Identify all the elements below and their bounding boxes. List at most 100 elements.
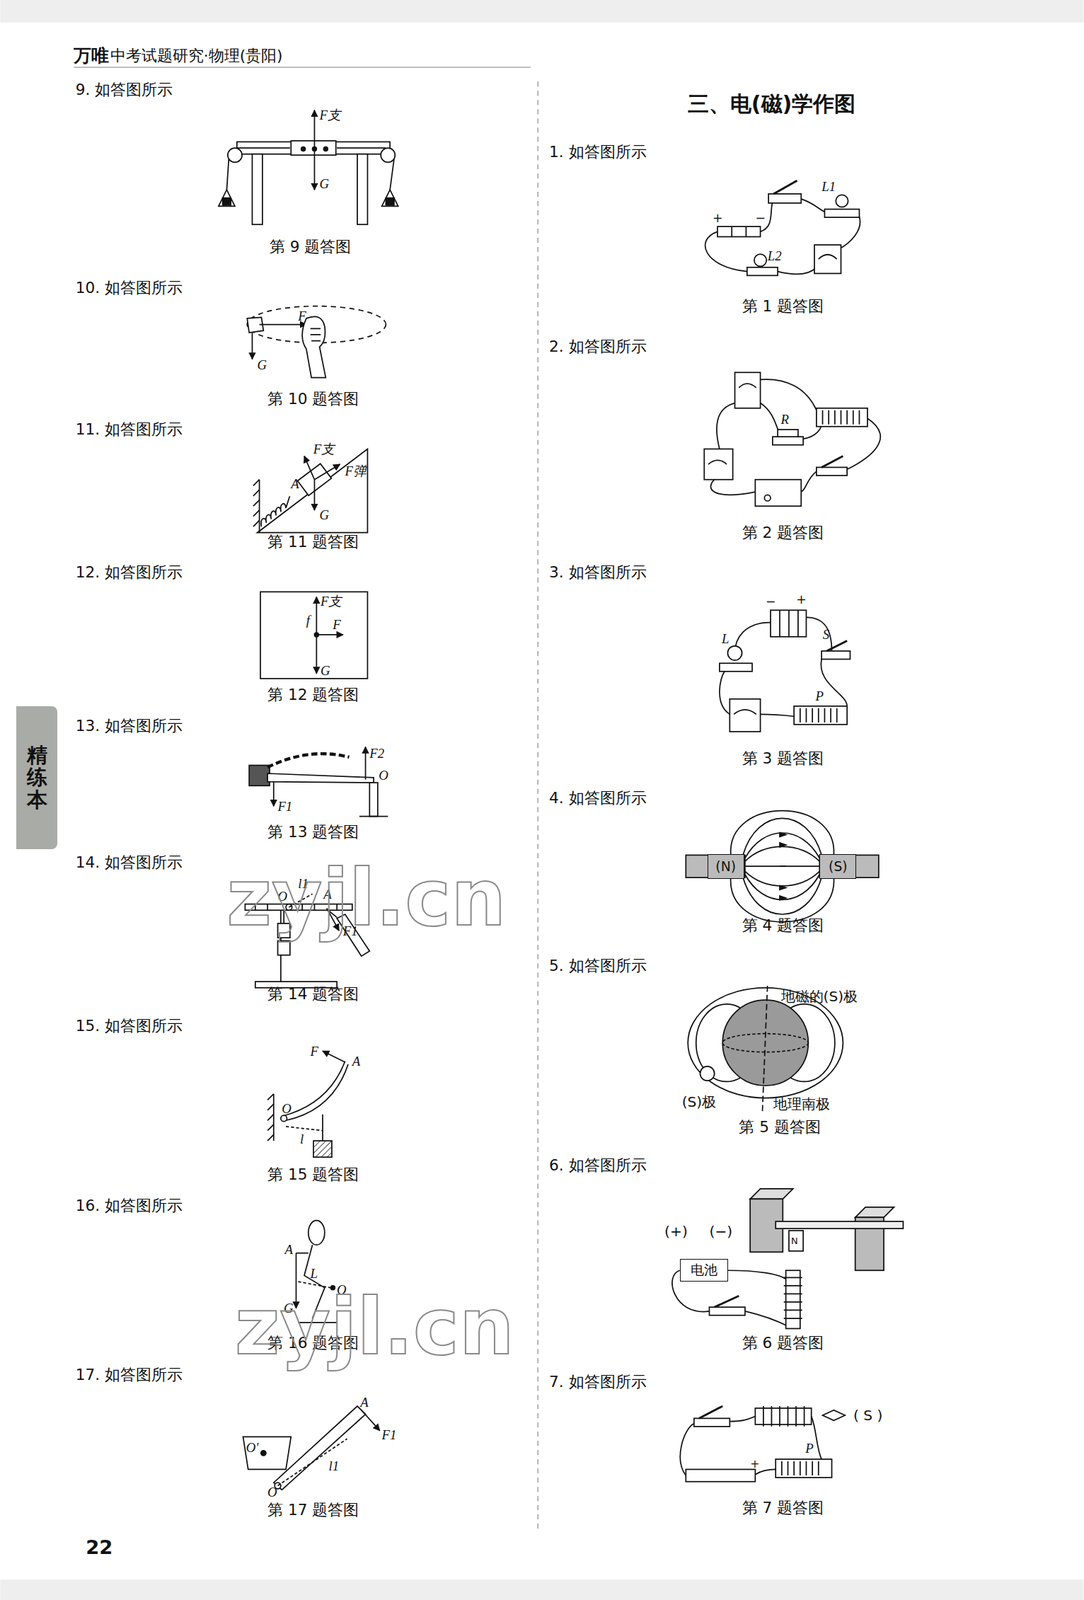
figure-label: G (319, 176, 330, 192)
figure-label: G (320, 662, 331, 679)
circuit-3-part (779, 609, 799, 637)
circuit-1-part (773, 180, 797, 194)
incline-figure-part (304, 456, 315, 480)
text-label: + (796, 592, 807, 608)
solenoid-circuit-figure-part (699, 1405, 723, 1418)
circuit-3-part (770, 609, 806, 637)
circuit-1-part (824, 209, 859, 218)
curved-lever-figure-part (313, 1140, 332, 1157)
text-label: 第 15 题答图 (267, 1166, 359, 1184)
circuit-3-part (719, 662, 753, 672)
circuit-1-part (717, 226, 761, 237)
circuit-2-part (821, 456, 843, 468)
table-figure-part (301, 147, 306, 152)
pedal-lever-figure-part (273, 1405, 366, 1490)
incline-figure-part (253, 479, 260, 527)
lever-figure-part (359, 815, 388, 818)
table-figure-part (314, 149, 316, 191)
figure-label: P (805, 1440, 813, 1457)
figure-label: F1 (277, 798, 293, 815)
table-figure-part (389, 159, 395, 190)
curved-lever-figure-part (321, 1114, 324, 1141)
table-figure-part (237, 147, 291, 149)
text-label: 14. 如答图所示 (75, 854, 183, 872)
pedal-lever-figure-part (243, 1436, 292, 1469)
table-figure-part (226, 159, 229, 190)
page-frame-part (537, 81, 539, 1531)
figure-label: l (300, 1131, 304, 1147)
circuit-1-part (835, 194, 848, 207)
magnet-field-figure (685, 810, 879, 922)
circuit-2-part (822, 410, 860, 425)
text-label: 第 2 题答图 (742, 524, 825, 542)
node-text: (N) (715, 858, 736, 874)
circuit-2-part (708, 459, 727, 465)
incline-figure-part (314, 464, 340, 480)
box-figure-part (316, 633, 343, 636)
table-figure-part (357, 154, 368, 225)
figure-label: F支 (320, 593, 342, 610)
pedal-lever-figure-part (261, 1450, 267, 1456)
motor-figure-part (786, 1270, 801, 1329)
figure-label: F1 (382, 1427, 397, 1443)
page-frame-part (73, 67, 531, 68)
table-figure-part (290, 140, 336, 155)
text-label: + (712, 211, 724, 226)
incline-figure-part (256, 496, 294, 527)
circuit-3-part (733, 709, 757, 714)
motor-figure-part (788, 1230, 804, 1251)
lever-figure-part (365, 747, 367, 780)
solenoid-circuit-figure (679, 1405, 845, 1482)
text-label: − (765, 595, 777, 610)
node-text: 电池 (690, 1260, 718, 1280)
figure-label: A (352, 1053, 361, 1070)
circular-motion-figure-part (259, 324, 307, 326)
lever-figure-part (249, 764, 270, 786)
table-figure-part (385, 198, 395, 206)
text-label: 万唯 (73, 45, 109, 66)
lever-figure-part (273, 781, 275, 807)
text-label: 地理南极 (773, 1096, 830, 1113)
text-label: 第 3 题答图 (742, 749, 825, 768)
text-label: 第 11 题答图 (267, 533, 359, 552)
solenoid-circuit-figure-part (822, 1410, 846, 1421)
circular-motion-figure-part (302, 316, 326, 378)
text-label: 17. 如答图所示 (75, 1366, 183, 1385)
figure-label: A (360, 1394, 368, 1411)
text-label: 13. 如答图所示 (75, 716, 183, 735)
curved-lever-figure-part (285, 1126, 323, 1131)
figure-label: P (815, 688, 824, 705)
incline-figure-part (258, 479, 261, 533)
motor-figure-part (708, 1306, 745, 1316)
circuit-3-part (826, 641, 847, 651)
table-figure-part (380, 147, 395, 163)
text-label: 12. 如答图所示 (75, 563, 183, 582)
circuit-2 (704, 372, 881, 506)
text-label: 三、电(磁)学作图 (687, 91, 857, 117)
circuit-1-part (818, 254, 838, 259)
node-text: (S) (828, 858, 848, 874)
text-label: 1. 如答图所示 (549, 143, 647, 162)
text-label: 4. 如答图所示 (549, 789, 647, 808)
text-label: N (791, 1236, 799, 1247)
figure-label: F (297, 308, 306, 325)
circuit-1-part (731, 226, 746, 237)
lever-figure-part (267, 753, 349, 768)
text-label: 第 4 题答图 (742, 917, 825, 935)
motor-figure-part (714, 1295, 740, 1307)
circuit-1 (705, 180, 861, 276)
circular-motion-figure-part (310, 328, 321, 341)
circuit-2-part (738, 383, 757, 388)
circuit-2-part (772, 436, 804, 446)
text-label: (S)极 (682, 1093, 717, 1111)
figure-label: L (310, 1266, 318, 1283)
incline-figure (253, 448, 368, 533)
circuit-1-part (768, 193, 801, 204)
circuit-3 (719, 609, 851, 732)
circular-motion-figure-part (251, 332, 254, 359)
circuit-3-part (729, 699, 760, 732)
table-figure (218, 110, 399, 226)
page-frame-part (0, 0, 1084, 23)
circular-motion-figure (246, 306, 386, 378)
